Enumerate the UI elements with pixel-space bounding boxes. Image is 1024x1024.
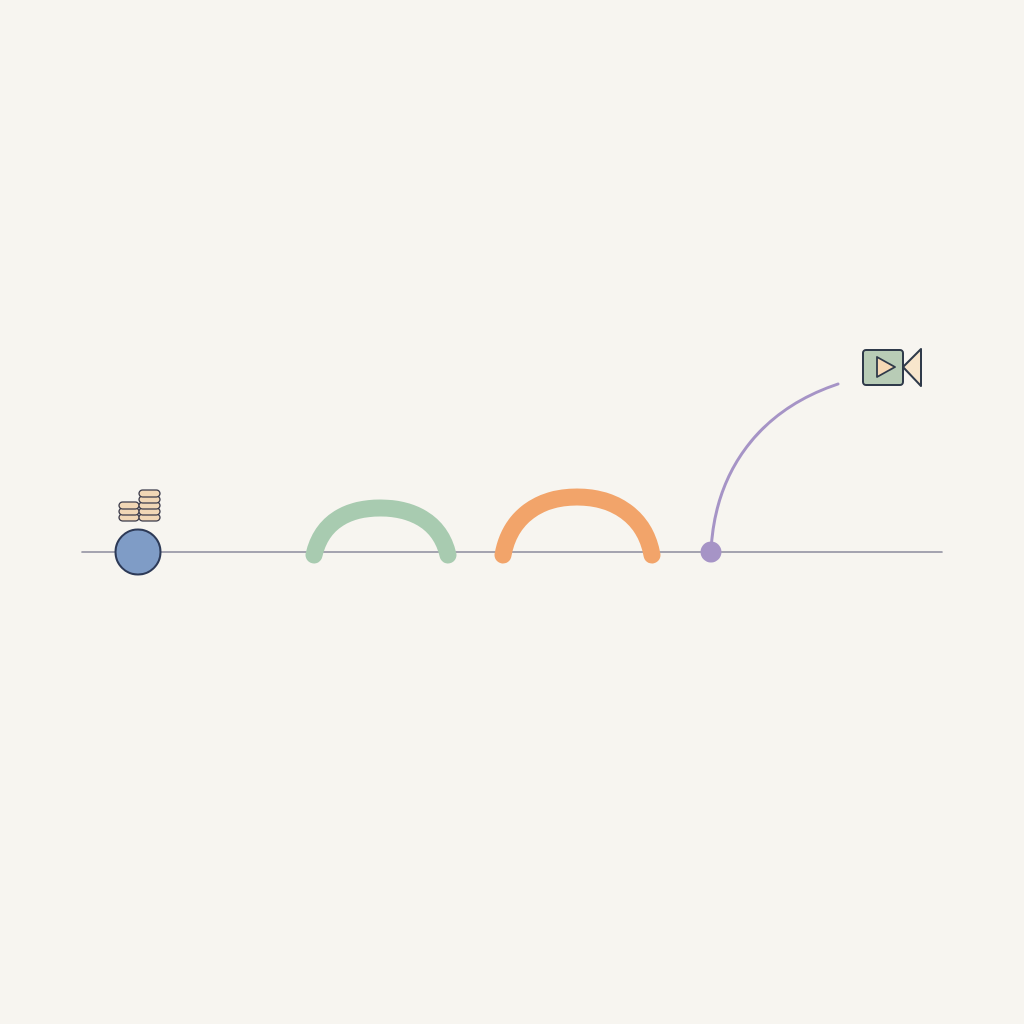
end-node [700, 541, 722, 563]
video-camera-icon [862, 348, 922, 387]
coins-icon [118, 489, 161, 522]
green-arc [305, 499, 457, 564]
connector-curve [709, 382, 840, 553]
start-node [114, 528, 162, 576]
orange-arc [494, 488, 661, 564]
